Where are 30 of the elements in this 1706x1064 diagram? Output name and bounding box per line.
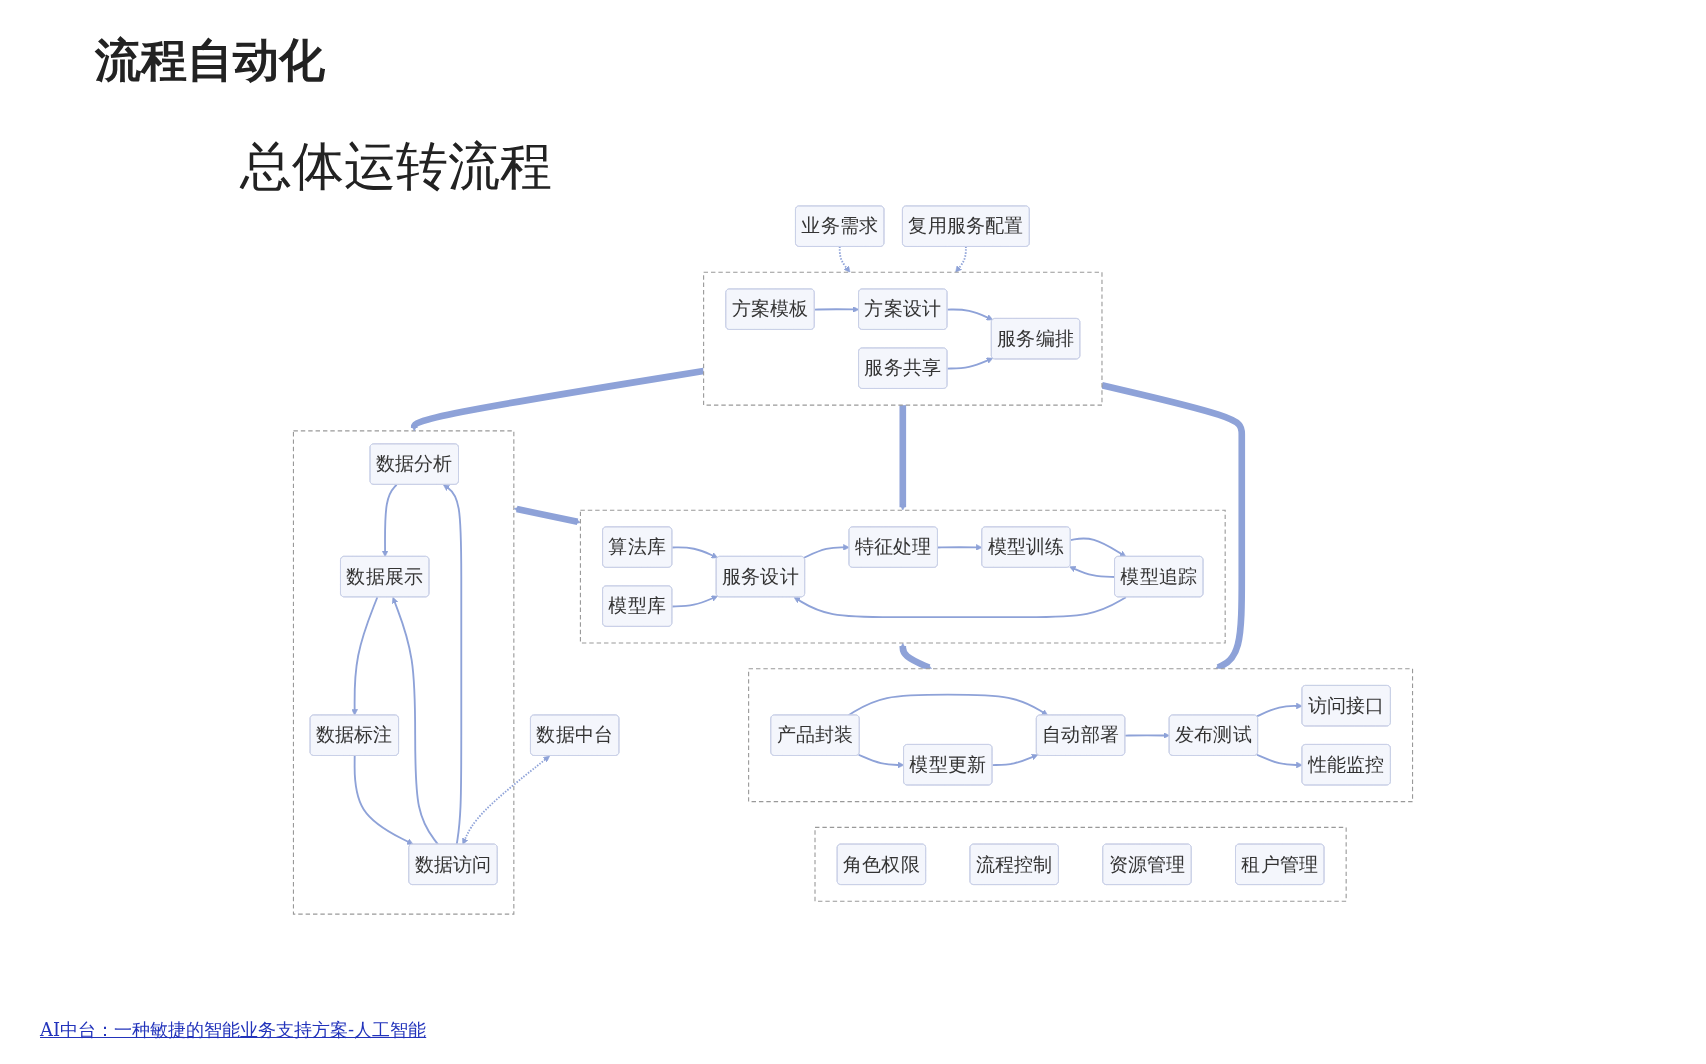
footer-link: AI中台：一种敏捷的智能业务支持方案-人工智能 [40, 1018, 427, 1042]
arrow [991, 754, 1039, 766]
arrow [462, 755, 550, 845]
cluster [748, 668, 1414, 803]
arrow [1069, 566, 1116, 578]
arrow [671, 595, 718, 608]
arrow [803, 544, 850, 559]
cluster [703, 271, 1103, 406]
arrow [936, 544, 983, 551]
subtitle: 总体运转流程 [240, 135, 552, 198]
arrow [813, 306, 860, 313]
cluster [579, 509, 1226, 644]
arrow [857, 753, 905, 769]
arrow [1124, 732, 1170, 739]
arrow [513, 505, 581, 526]
arrow [946, 357, 994, 370]
arrow [381, 483, 398, 557]
cluster [814, 826, 1347, 902]
arrow [443, 484, 463, 846]
arrow [1256, 753, 1303, 769]
cluster [292, 430, 515, 915]
arrow [946, 308, 994, 321]
arrow [793, 596, 1127, 619]
arrow [391, 596, 439, 846]
arrow [353, 754, 414, 845]
arrow [671, 546, 718, 559]
arrow [1069, 537, 1127, 557]
title: 流程自动化 [95, 32, 325, 89]
arrow [1256, 702, 1303, 718]
arrow [351, 596, 379, 716]
